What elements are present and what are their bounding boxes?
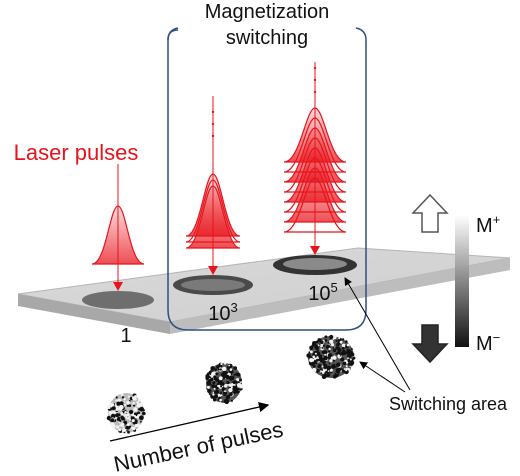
switch-spot-3 bbox=[273, 255, 357, 275]
title-line-2: switching bbox=[226, 27, 308, 49]
switching-area-label: Switching area bbox=[389, 394, 508, 414]
domain-image-2 bbox=[205, 362, 244, 405]
switch-spot-2 bbox=[173, 275, 253, 295]
m-plus-label: M+ bbox=[476, 212, 500, 237]
laser-pulse-stack-2 bbox=[185, 96, 241, 275]
magnetization-gradient-bar bbox=[455, 215, 469, 347]
switch-spot-1 bbox=[82, 291, 154, 309]
laser-pulses-label: Laser pulses bbox=[14, 140, 139, 165]
switching-area-pointers bbox=[344, 277, 411, 393]
domain-image-1 bbox=[106, 393, 146, 434]
magnetization-up-arrow bbox=[411, 193, 449, 233]
sample-slab bbox=[17, 247, 511, 334]
laser-pulse-stack-3 bbox=[283, 62, 347, 255]
magnetization-down-arrow bbox=[411, 324, 449, 364]
pulse-count-3: 105 bbox=[308, 280, 337, 305]
title-line-1: Magnetization bbox=[205, 1, 330, 23]
pulse-count-1: 1 bbox=[120, 325, 131, 347]
pulse-count-2: 103 bbox=[208, 300, 237, 325]
domain-image-3 bbox=[306, 334, 357, 380]
number-of-pulses-arrow bbox=[109, 401, 270, 442]
laser-pulse-1 bbox=[91, 164, 145, 291]
m-minus-label: M− bbox=[476, 330, 500, 355]
